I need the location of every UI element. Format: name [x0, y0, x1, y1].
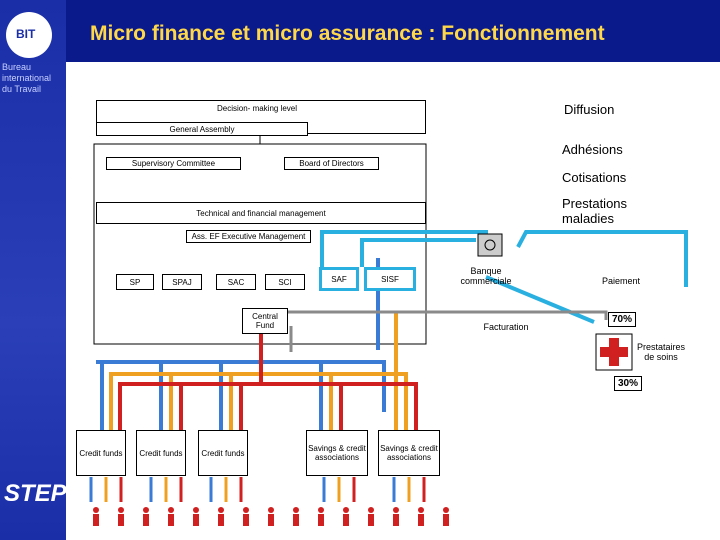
title-bar [66, 0, 720, 62]
credit-funds-3: Credit funds [198, 430, 248, 476]
diagram-lines [89, 135, 688, 526]
org-name: Bureau international du Travail [2, 62, 64, 95]
supervisory-committee-box: Supervisory Committee [106, 157, 241, 170]
legend-diffusion: Diffusion [564, 102, 615, 117]
unit-sisf: SISF [364, 267, 416, 291]
central-fund-box: Central Fund [242, 308, 288, 334]
org-line3: du Travail [2, 84, 42, 94]
unit-sac: SAC [216, 274, 256, 290]
legend-adhesions: Adhésions [562, 142, 623, 157]
savings-association-2: Savings & credit associations [378, 430, 440, 476]
sidebar: BIT Bureau international du Travail STEP [0, 0, 67, 540]
diagram-canvas: Decision- making level General Assembly … [66, 62, 720, 540]
step-logo: STEP [4, 480, 67, 507]
unit-saf: SAF [319, 267, 359, 291]
grey-lines [274, 310, 608, 352]
bank-label: Banque commerciale [460, 266, 512, 286]
board-box: Board of Directors [284, 157, 379, 170]
members-row [93, 507, 449, 526]
logo-text: BIT [16, 27, 36, 41]
unit-spaj: SPAJ [162, 274, 202, 290]
legend-prestations: Prestations maladies [562, 196, 628, 226]
general-assembly-box: General Assembly [96, 122, 308, 136]
exec-management-box: Ass. EF Executive Management [186, 230, 311, 243]
org-line2: international [2, 73, 52, 83]
savings-association-1: Savings & credit associations [306, 430, 368, 476]
cyan-lines [320, 230, 688, 324]
page-title: Micro finance et micro assurance : Fonct… [90, 22, 605, 45]
arrows-to-members [89, 477, 426, 502]
credit-funds-2: Credit funds [136, 430, 186, 476]
pct-30: 30% [614, 376, 643, 391]
technical-management-box: Technical and financial management [96, 202, 426, 224]
legend-cotisations: Cotisations [562, 170, 627, 185]
org-line1: Bureau [2, 62, 32, 72]
billing-label: Facturation [483, 322, 529, 332]
bank-icon [477, 233, 503, 257]
ilo-logo: BIT [6, 12, 52, 58]
providers-label: Prestataires de soins [636, 342, 686, 362]
credit-funds-1: Credit funds [76, 430, 126, 476]
payment-label: Paiement [601, 276, 641, 286]
pct-70: 70% [608, 312, 637, 327]
unit-sci: SCI [265, 274, 305, 290]
unit-sp: SP [116, 274, 154, 290]
